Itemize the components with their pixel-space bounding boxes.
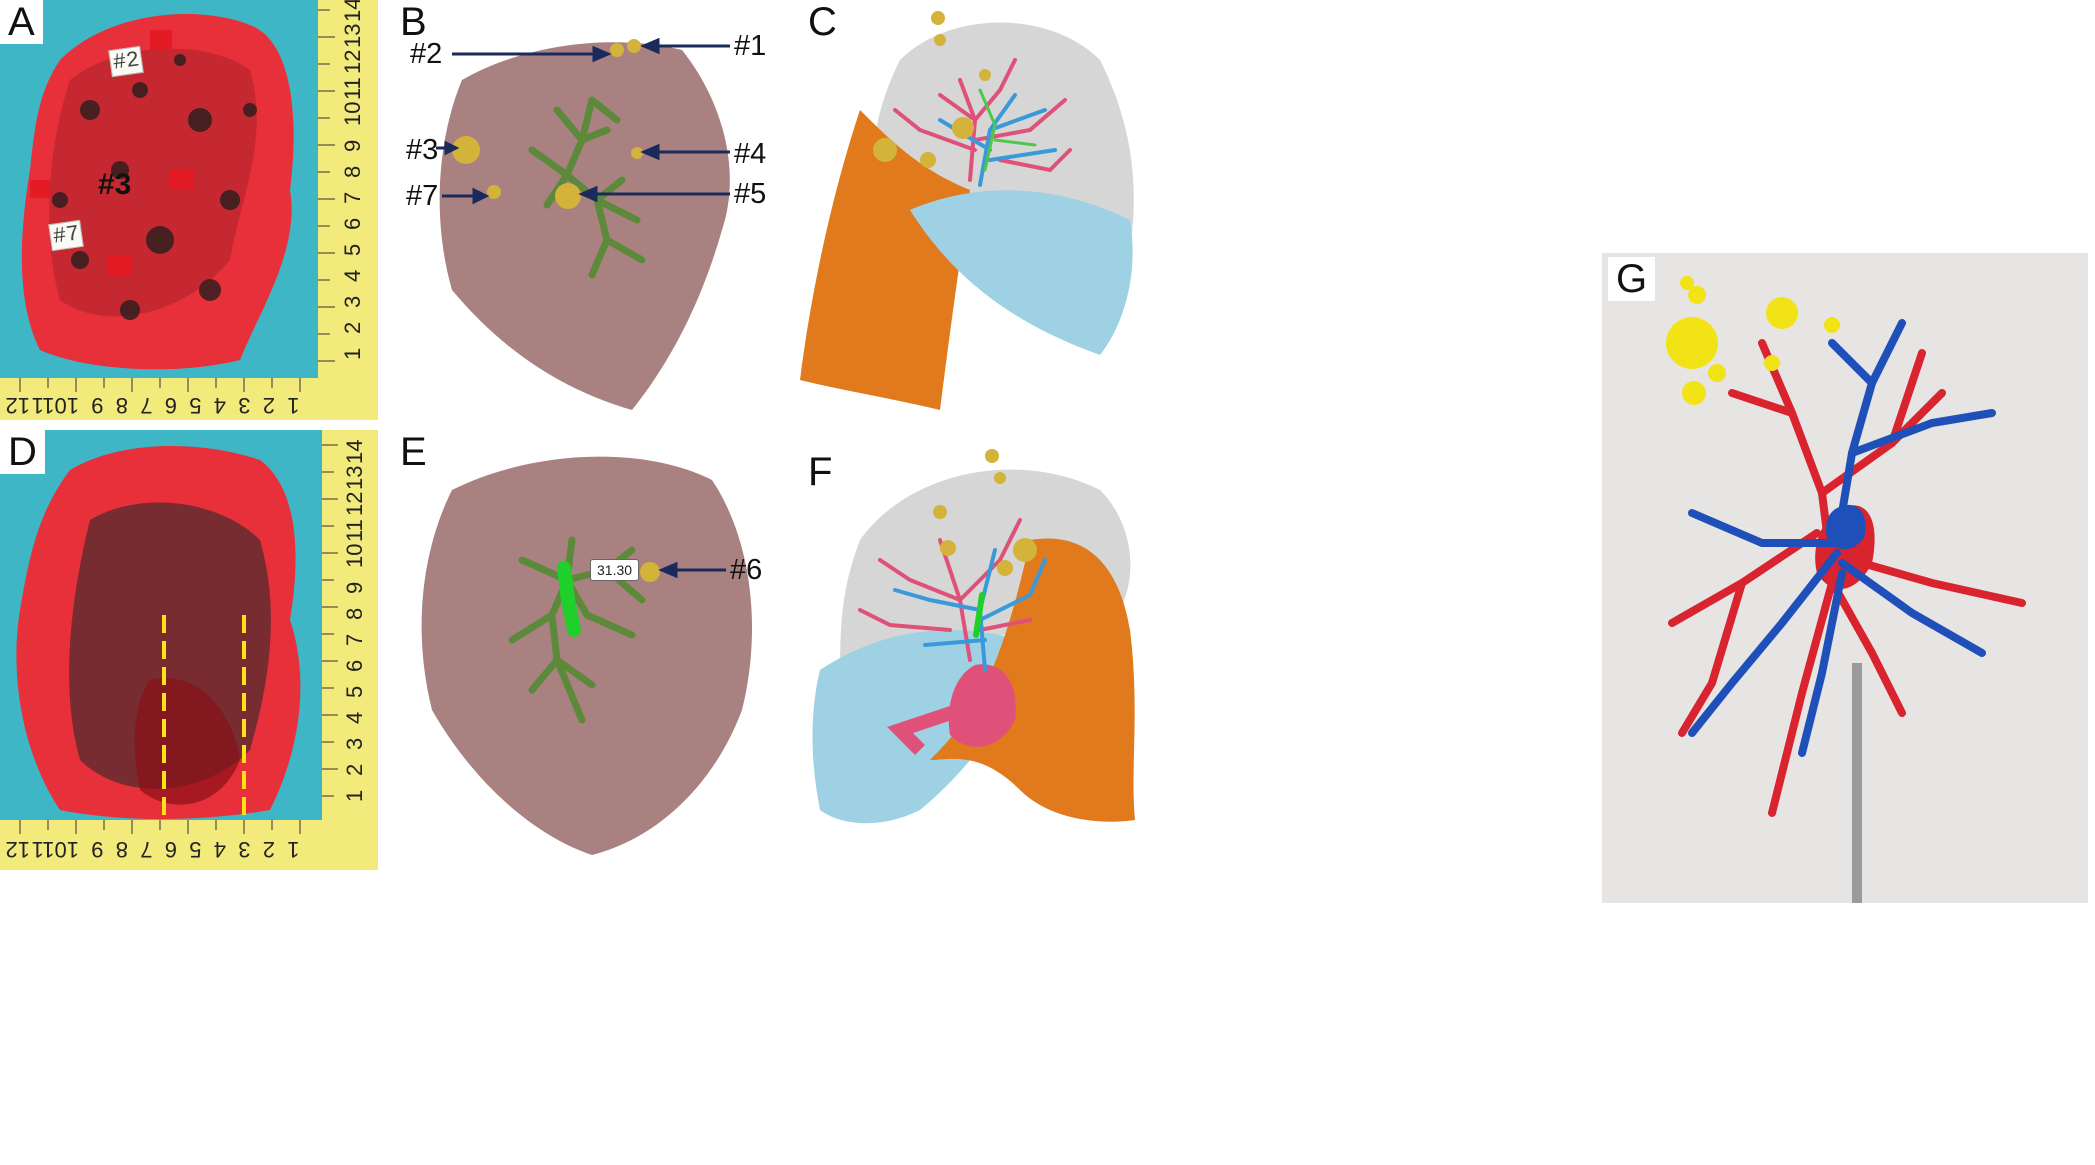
panel-e-label: E [392,430,435,474]
ruler-vertical-tick: 2 [342,764,367,776]
ruler-vertical-tick: 12 [340,50,365,74]
ruler-horizontal-tick: 11 [32,837,55,862]
ruler-horizontal-tick: 7 [140,837,152,862]
ruler-horizontal-tick: 6 [165,837,177,862]
panel-g-label: G [1608,257,1656,301]
ruler-horizontal-tick: 10 [55,393,79,418]
ruler-horizontal-tick: 9 [91,393,103,418]
ruler-horizontal-tick: 12 [6,393,30,418]
ruler-vertical-tick: 12 [342,492,367,516]
ruler-vertical-tick: 5 [340,244,365,256]
ruler-vertical-tick: 10 [340,102,365,126]
panel-b-annotation-2: #2 [410,38,443,70]
ruler-horizontal-tick: 1 [287,837,299,862]
ruler-vertical-tick: 9 [340,140,365,152]
ruler-horizontal-tick: 3 [238,837,250,862]
panel-g-3d-printed-model: G [1602,253,2088,903]
panel-a-tag-7: #7 [48,219,85,252]
panel-b-image [392,0,790,420]
panel-f-label: F [800,450,841,494]
panel-e-3d-model: E 31.30 #6 [392,430,790,870]
panel-a-tag-2: #2 [108,45,145,78]
panel-b-annotation-3: #3 [406,134,439,166]
ruler-horizontal-tick: 2 [263,393,275,418]
ruler-horizontal-tick: 3 [238,393,250,418]
ruler-vertical-tick: 14 [340,0,365,22]
ruler-vertical-tick: 6 [342,660,367,672]
panel-d-label: D [0,430,45,474]
panel-b-annotation-4: #4 [734,138,767,170]
ruler-vertical-tick: 1 [340,348,365,360]
panel-e-annotation-6: #6 [730,554,763,586]
panel-c-label: C [800,0,845,44]
ruler-vertical-tick: 7 [342,634,367,646]
ruler-vertical-tick: 4 [340,270,365,282]
ruler-vertical-tick: 3 [342,738,367,750]
panel-e-dimension-label: 31.30 [590,559,640,581]
ruler-vertical-tick: 5 [342,686,367,698]
ruler-vertical-tick: 11 [340,77,365,100]
panel-b-label: B [392,0,435,44]
ruler-vertical-tick: 13 [342,466,367,490]
ruler-horizontal-tick: 12 [6,837,30,862]
ruler-horizontal-tick: 5 [189,837,201,862]
panel-b-annotation-7: #7 [406,180,439,212]
ruler-horizontal-tick: 4 [214,393,226,418]
ruler-vertical-tick: 13 [340,24,365,48]
ruler-horizontal-tick: 8 [116,393,128,418]
ruler-vertical-tick: 2 [340,322,365,334]
panel-e-image [392,430,790,870]
ruler-horizontal-tick: 9 [91,837,103,862]
panel-f-3d-reconstruction: F [800,430,1160,870]
ruler-horizontal-tick: 1 [287,393,299,418]
panel-c-image [800,0,1160,420]
ruler-vertical-tick: 8 [342,608,367,620]
panel-g-image [1602,253,2088,903]
panel-f-image [800,430,1160,870]
ruler-vertical-tick: 11 [342,519,367,542]
panel-b-3d-model: B #1 #2 #3 #4 #5 #7 [392,0,790,420]
panel-a-label: A [0,0,43,44]
ruler-horizontal-tick: 5 [189,393,201,418]
ruler-horizontal-tick: 8 [116,837,128,862]
panel-b-annotation-5: #5 [734,178,767,210]
ruler-vertical-tick: 1 [342,790,367,802]
panel-c-3d-reconstruction: C [800,0,1160,420]
ruler-horizontal-tick: 10 [55,837,79,862]
ruler-horizontal-tick: 11 [32,393,55,418]
panel-a-marker: #3 [98,168,132,201]
ruler-vertical-tick: 6 [340,218,365,230]
ruler-horizontal-tick: 6 [165,393,177,418]
panel-b-annotation-1: #1 [734,30,767,62]
ruler-vertical-tick: 3 [340,296,365,308]
ruler-horizontal-tick: 4 [214,837,226,862]
ruler-horizontal-tick: 7 [140,393,152,418]
ruler-horizontal-tick: 2 [263,837,275,862]
ruler-vertical-tick: 9 [342,582,367,594]
ruler-vertical-tick: 10 [342,544,367,568]
ruler-vertical-tick: 4 [342,712,367,724]
ruler-vertical-tick: 7 [340,192,365,204]
ruler-vertical-tick: 14 [342,440,367,464]
ruler-vertical-tick: 8 [340,166,365,178]
